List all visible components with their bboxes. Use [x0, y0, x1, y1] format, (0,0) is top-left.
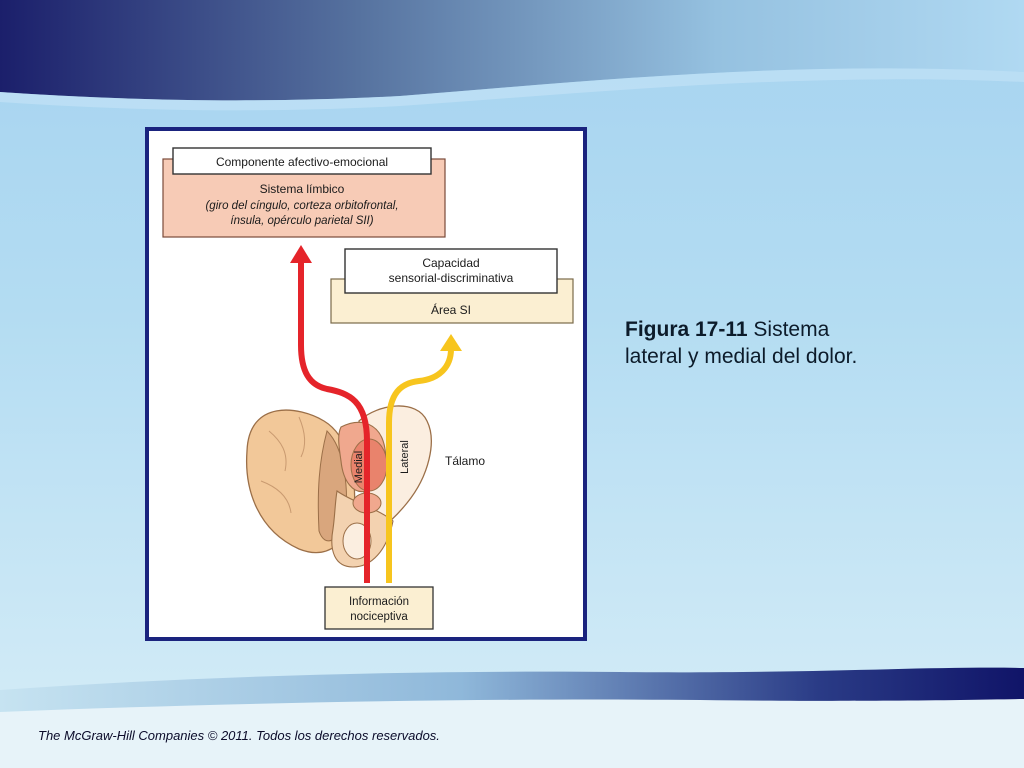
figure-caption-text: Sistema lateral y medial del dolor.: [625, 318, 858, 368]
footer-strip: [0, 699, 1024, 768]
nociceptive-input-line-2: nociceptiva: [350, 611, 408, 623]
yellow-pathway-arrowhead: [440, 334, 462, 351]
lobe-fold-3: [298, 416, 306, 458]
lobe-fold-2: [260, 480, 292, 514]
limbic-system-title: Sistema límbico: [260, 182, 345, 196]
thalamus-label: Tálamo: [445, 454, 485, 468]
nociceptive-input-line-1: Información: [349, 596, 409, 608]
red-pathway-medial: [298, 263, 370, 583]
top-wave-highlight: [0, 68, 1024, 111]
yellow-pathway-lateral: [386, 348, 454, 583]
lobe-fold-1: [268, 430, 287, 472]
top-wave-band: [0, 0, 1024, 101]
lateral-label: Lateral: [399, 440, 411, 474]
affective-component-label: Componente afectivo-emocional: [216, 155, 388, 169]
sensory-capacity-line-1: Capacidad: [422, 256, 479, 270]
nociceptive-input-box: [324, 586, 434, 630]
red-pathway-arrowhead: [290, 245, 312, 263]
figure-number: Figura 17-11: [625, 318, 748, 341]
pain-system-diagram: Componente afectivo-emocional Sistema lí…: [162, 147, 574, 630]
sensory-capacity-box: [344, 248, 558, 294]
thalamus-illustration: [245, 405, 432, 568]
figure-frame: Componente afectivo-emocional Sistema lí…: [145, 127, 587, 641]
copyright-footer: The McGraw-Hill Companies © 2011. Todos …: [38, 728, 440, 743]
affective-component-box: [172, 147, 432, 175]
sensory-capacity-line-2: sensorial-discriminativa: [389, 271, 514, 285]
limbic-system-line-1: (giro del cíngulo, corteza orbitofrontal…: [205, 200, 398, 212]
medial-label: Medial: [353, 451, 365, 483]
area-si-label: Área SI: [431, 302, 471, 317]
limbic-system-line-2: ínsula, opérculo parietal SII): [230, 215, 373, 227]
figure-caption: Figura 17-11 Sistema lateral y medial de…: [625, 316, 875, 370]
